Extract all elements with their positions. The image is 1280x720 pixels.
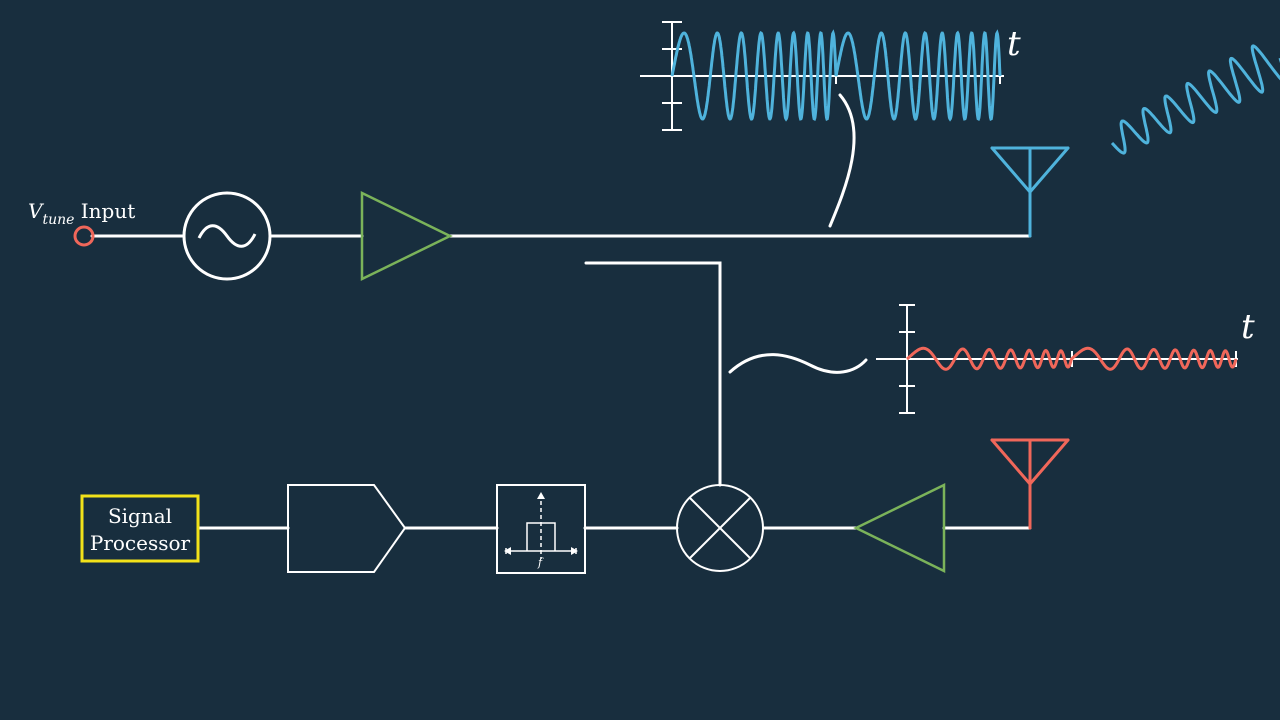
rx-time-label: t bbox=[1241, 307, 1255, 347]
chirp-waveform-rx bbox=[906, 346, 1238, 371]
radiated-wave bbox=[1110, 44, 1280, 155]
tx-time-label: t bbox=[1007, 24, 1021, 64]
filter-passband-icon bbox=[526, 522, 556, 551]
signal-processor: Signal Processor bbox=[80, 494, 200, 563]
wire-lo-to-mixer bbox=[584, 261, 722, 487]
voltage-controlled-oscillator bbox=[182, 191, 272, 281]
rx-waveform-callout bbox=[728, 353, 868, 374]
chirp-waveform-tx bbox=[670, 29, 1002, 122]
transmit-waveform-plot: t bbox=[640, 21, 1021, 131]
transmit-amplifier bbox=[360, 190, 453, 282]
signal-processor-label-2: Processor bbox=[90, 531, 191, 555]
adc bbox=[287, 484, 407, 573]
vtune-label: Vtune Input bbox=[28, 199, 135, 228]
tx-waveform-callout bbox=[828, 93, 856, 228]
low-noise-amplifier bbox=[853, 482, 946, 574]
mixer bbox=[676, 484, 764, 572]
bandpass-filter: f bbox=[496, 484, 586, 574]
filter-freq-label: f bbox=[537, 556, 544, 569]
vtune-input-terminal bbox=[73, 225, 95, 247]
transmit-antenna bbox=[990, 146, 1070, 238]
receive-waveform-plot: t bbox=[876, 304, 1255, 414]
receive-antenna bbox=[990, 438, 1070, 530]
signal-processor-label-1: Signal bbox=[108, 504, 172, 528]
sine-wave-icon bbox=[197, 224, 257, 248]
